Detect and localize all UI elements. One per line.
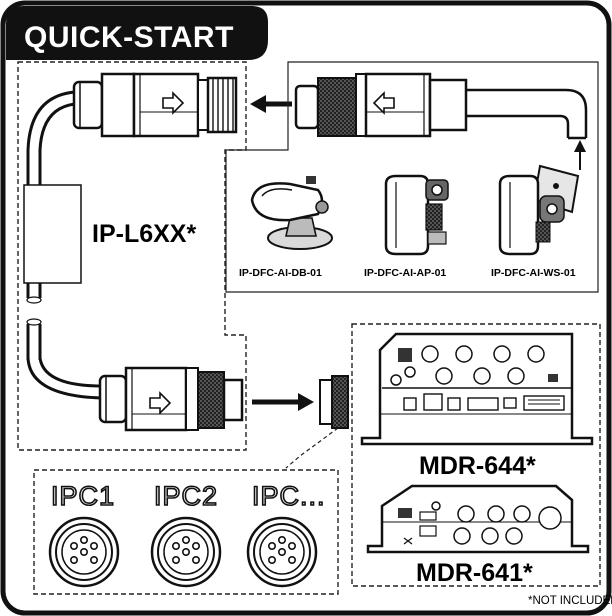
camera-db-illustration	[250, 176, 333, 250]
cable-label-tag	[23, 184, 82, 284]
camera-panel: IP-DFC-AI-DB-01 IP-DFC-AI-AP-01 IP-DFC-A…	[225, 61, 599, 293]
footnote-not-included: *NOT INCLUDED	[528, 595, 612, 607]
mdr-connector	[319, 375, 349, 429]
camera-ws-label: IP-DFC-AI-WS-01	[491, 267, 576, 279]
ipc-port-label: IPC1	[51, 481, 115, 511]
ipc-port-label: IPC...	[252, 481, 326, 511]
arrow-right-icon	[149, 391, 172, 415]
mdr-644-label: MDR-644*	[419, 452, 536, 480]
mdr-644-illustration	[360, 332, 594, 446]
cable-connector-bottom	[98, 366, 244, 432]
ipc-port-3: IPC...	[246, 480, 326, 588]
camera-ap-illustration	[384, 174, 449, 256]
cable-dashed-region	[17, 61, 247, 451]
arrow-right-icon	[252, 393, 314, 411]
title-tab: QUICK-START	[6, 6, 268, 60]
cable-illustration	[23, 90, 103, 400]
arrow-left-icon	[250, 95, 292, 113]
camera-ws-illustration	[498, 164, 580, 256]
mdr-641-label: MDR-641*	[416, 559, 533, 587]
page-title: QUICK-START	[24, 21, 234, 54]
arrow-left-icon	[372, 91, 395, 115]
ipc-port-label: IPC2	[154, 481, 218, 511]
arrow-right-icon	[162, 91, 185, 115]
mdr-dashed-region	[351, 323, 601, 587]
cable-label: IP-L6XX*	[92, 220, 196, 248]
camera-db-label: IP-DFC-AI-DB-01	[239, 267, 322, 279]
callout-line	[285, 427, 339, 469]
ipc-port-2: IPC2	[150, 480, 222, 588]
camera-ap-label: IP-DFC-AI-AP-01	[364, 267, 446, 279]
arrow-up-icon	[574, 140, 586, 170]
ipc-port-1: IPC1	[48, 480, 120, 588]
mdr-641-illustration	[366, 484, 590, 554]
cable-connector-top	[72, 72, 238, 138]
camera-connector	[294, 72, 588, 140]
ipc-ports-region	[33, 469, 339, 595]
